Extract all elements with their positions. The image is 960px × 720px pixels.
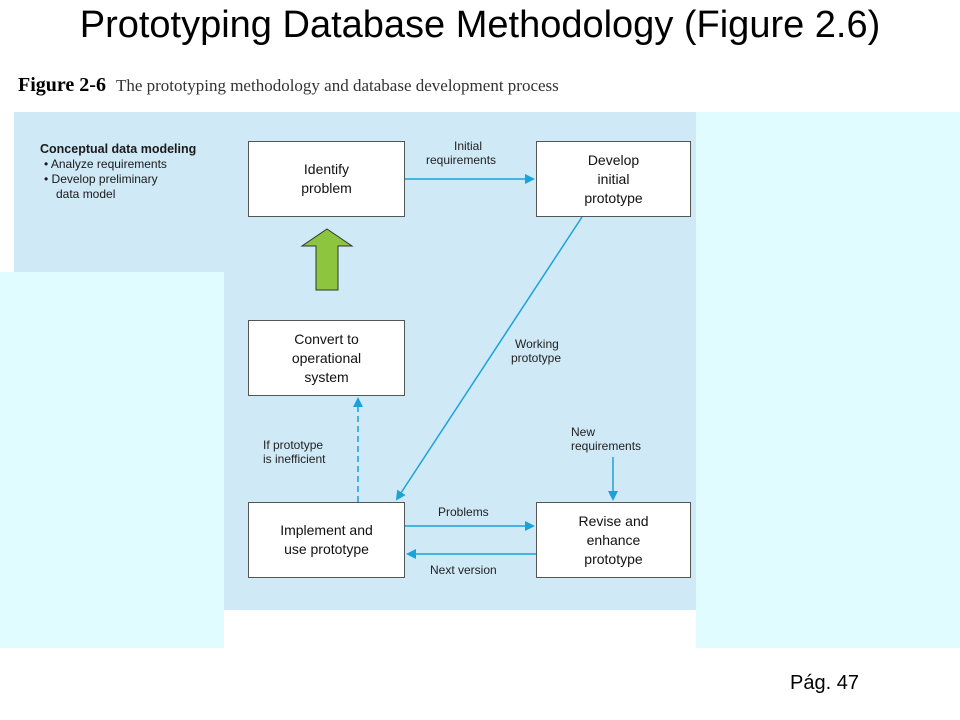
box-line: use prototype bbox=[284, 541, 369, 557]
label-line: prototype bbox=[511, 351, 562, 365]
label-line: requirements bbox=[571, 439, 642, 453]
page-number: Pág. 47 bbox=[790, 672, 859, 694]
label-line: Working bbox=[515, 337, 559, 351]
implement-prototype-box: Implement and use prototype bbox=[248, 502, 405, 578]
box-line: Implement and bbox=[280, 522, 373, 538]
box-line: operational bbox=[291, 349, 362, 366]
label-line: New bbox=[571, 425, 596, 439]
convert-system-box: Convert to operational system bbox=[248, 320, 405, 396]
conceptual-modeling-note: Conceptual data modeling • Analyze requi… bbox=[40, 142, 196, 202]
figure-number: Figure 2-6 bbox=[18, 74, 106, 96]
conceptual-bullet: • Analyze requirements bbox=[44, 157, 167, 171]
label-line: requirements bbox=[426, 153, 497, 167]
box-line: initial bbox=[597, 170, 630, 187]
box-line: Identify bbox=[303, 161, 350, 177]
develop-prototype-box: Develop initial prototype bbox=[536, 141, 691, 217]
label-line: If prototype bbox=[263, 438, 324, 452]
right-cover-panel bbox=[696, 112, 960, 648]
next-version-label: Next version bbox=[430, 563, 497, 577]
identify-problem-box: Identify problem bbox=[248, 141, 405, 217]
box-line: Develop bbox=[587, 151, 640, 168]
conceptual-bullet: • Develop preliminary bbox=[44, 172, 158, 186]
box-line: Revise and bbox=[578, 512, 649, 529]
box-line: enhance bbox=[586, 531, 641, 548]
label-line: is inefficient bbox=[263, 452, 326, 466]
box-line: system bbox=[304, 368, 349, 385]
conceptual-heading: Conceptual data modeling bbox=[40, 142, 197, 156]
label-line: Initial bbox=[454, 139, 483, 153]
box-line: problem bbox=[301, 180, 352, 196]
box-line: prototype bbox=[584, 189, 643, 206]
box-line: prototype bbox=[584, 550, 643, 567]
revise-prototype-box: Revise and enhance prototype bbox=[536, 502, 691, 578]
left-cover-panel bbox=[0, 272, 224, 648]
figure-caption-text: The prototyping methodology and database… bbox=[115, 76, 559, 95]
conceptual-bullet-continuation: data model bbox=[56, 187, 116, 201]
figure-caption: Figure 2-6 The prototyping methodology an… bbox=[18, 74, 559, 97]
problems-label: Problems bbox=[438, 505, 489, 519]
slide-title: Prototyping Database Methodology (Figure… bbox=[79, 4, 881, 46]
box-line: Convert to bbox=[294, 330, 359, 347]
